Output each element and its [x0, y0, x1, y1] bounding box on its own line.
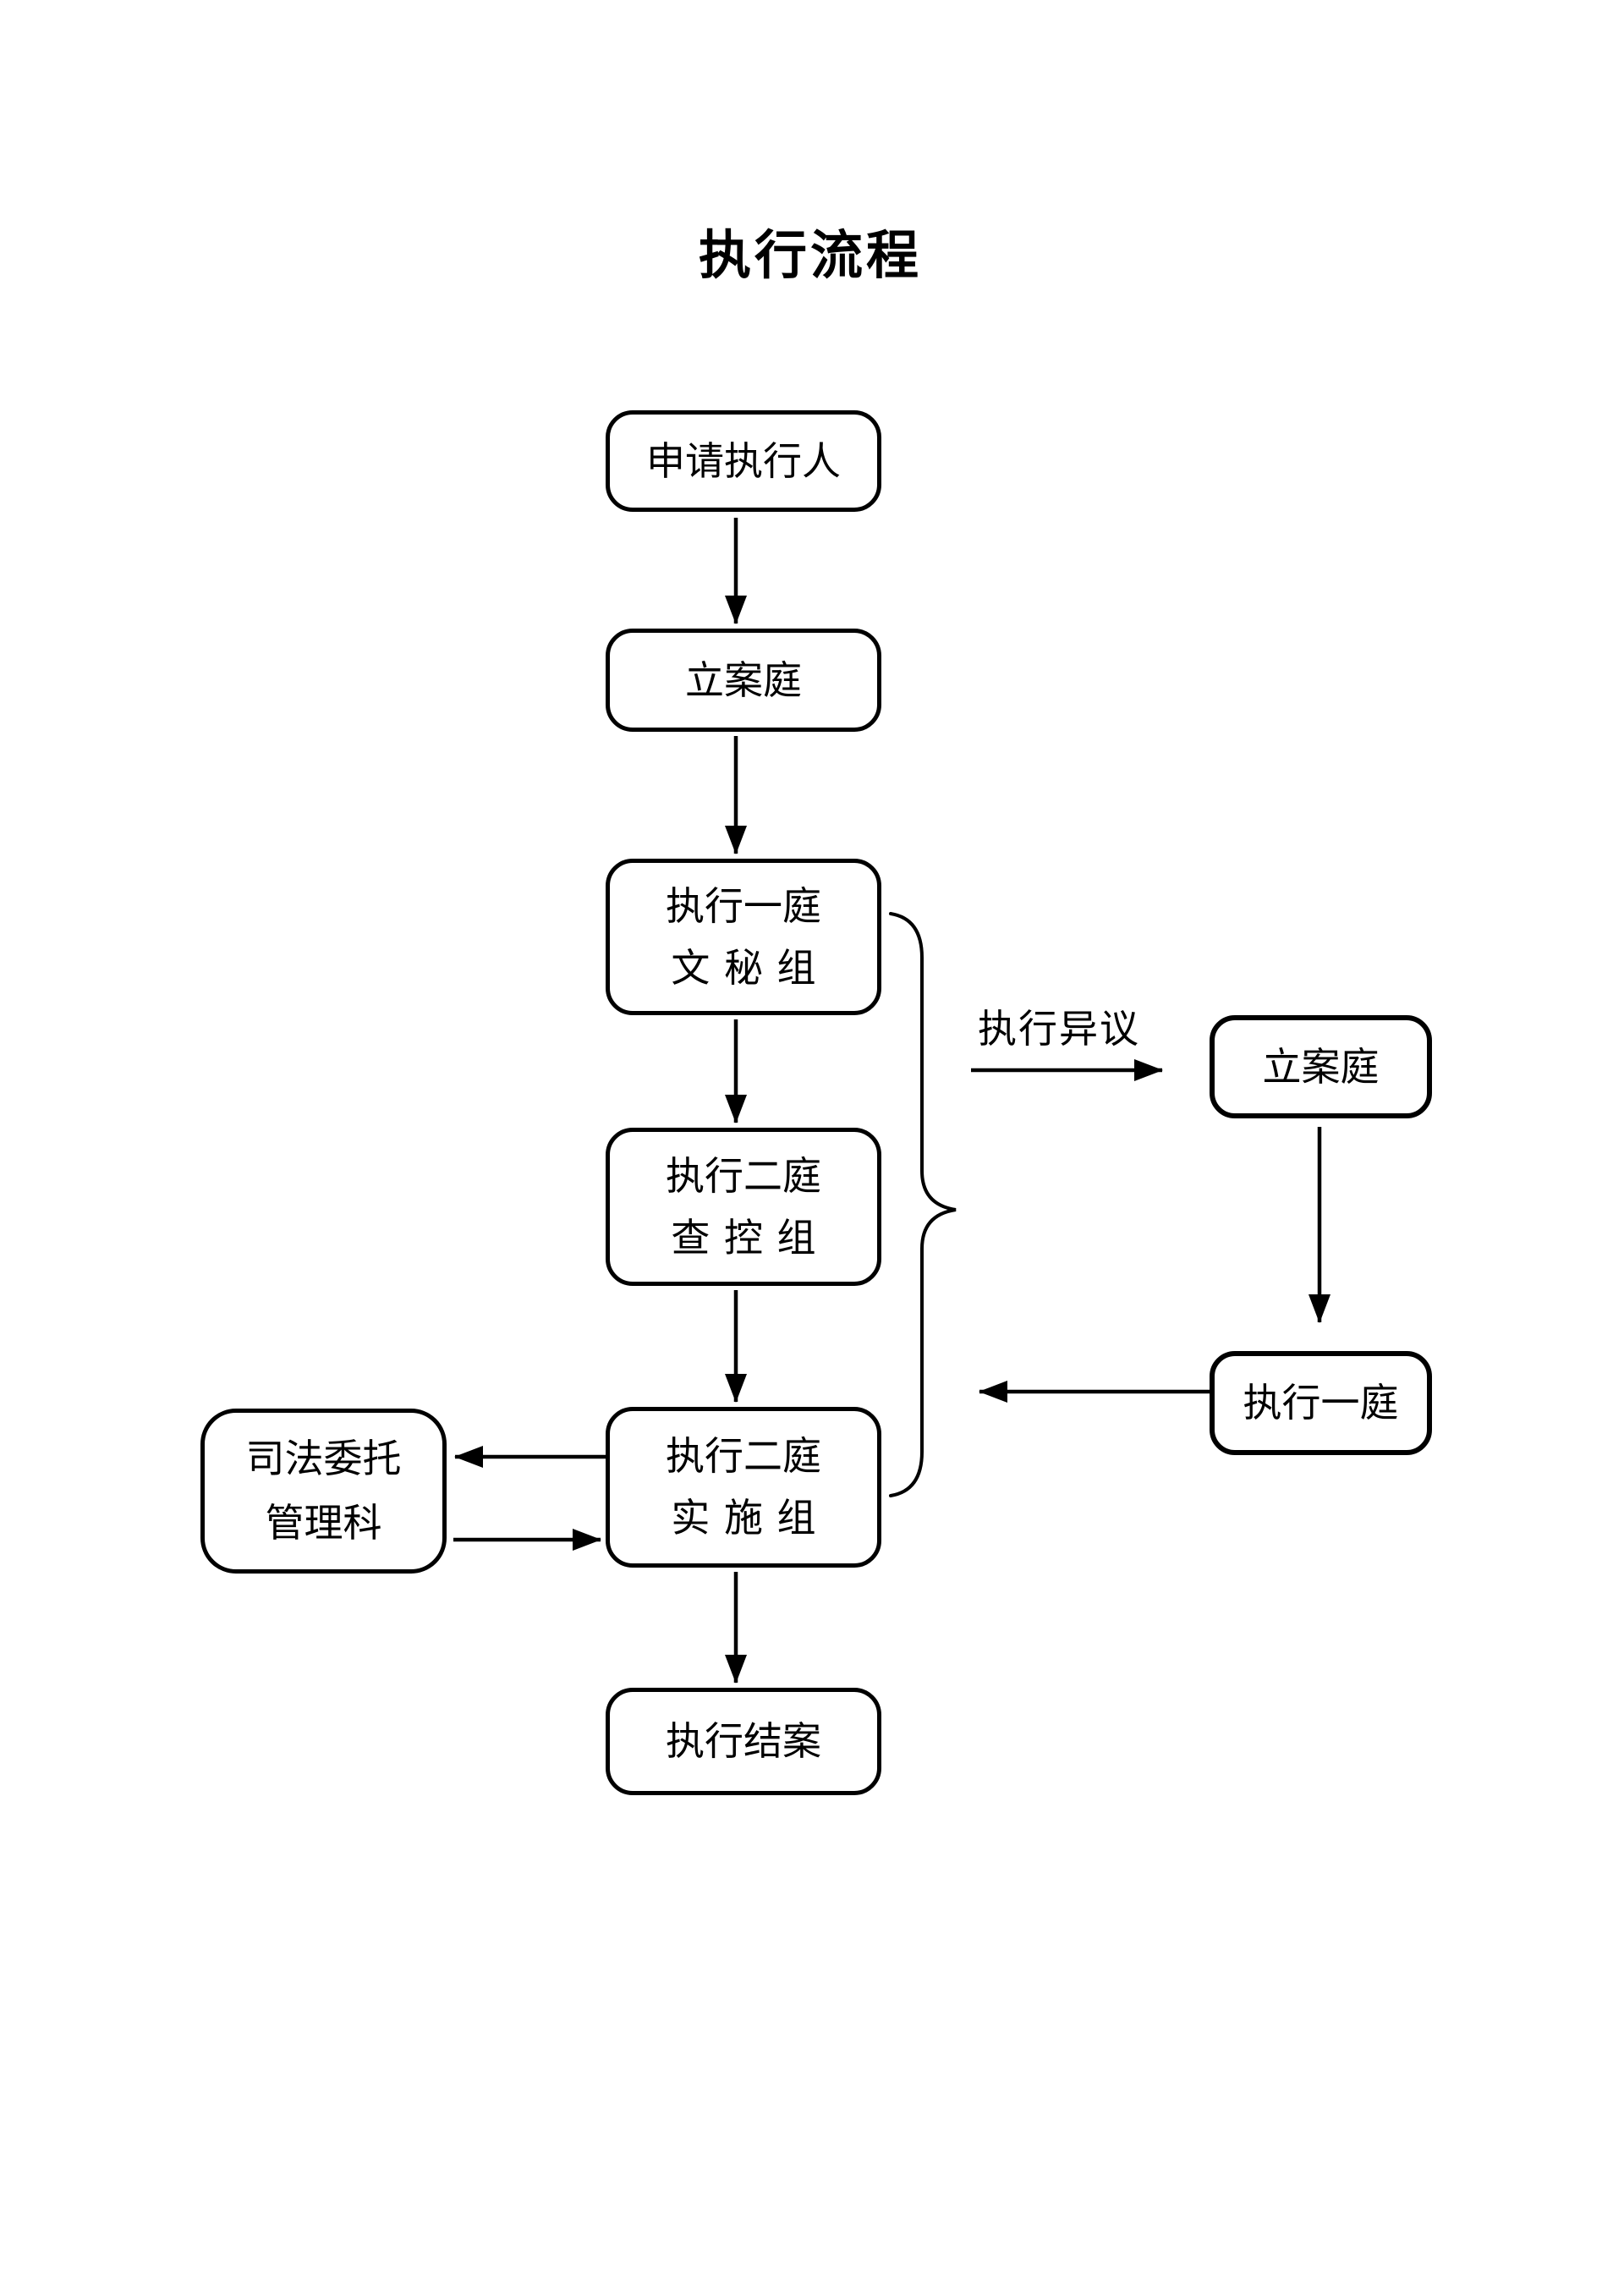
flow-node-exec-court2-control-line2: 查控组 [671, 1216, 831, 1260]
flow-node-filing-court-objection: 立案庭 [1210, 1015, 1432, 1118]
flow-node-applicant: 申请执行人 [606, 410, 881, 512]
flow-node-judicial-commission: 司法委托 管理科 [200, 1409, 447, 1574]
flow-node-applicant-label: 申请执行人 [646, 439, 841, 483]
flow-node-case-closed-label: 执行结案 [666, 1720, 821, 1763]
flow-node-exec-court1-objection: 执行一庭 [1210, 1351, 1432, 1455]
flow-node-exec-court2-control: 执行二庭 查控组 [606, 1128, 881, 1286]
page-title: 执行流程 [698, 224, 923, 286]
flow-node-exec-court2-control-line1: 执行二庭 [666, 1154, 821, 1198]
flow-node-exec-court1-secretary: 执行一庭 文秘组 [606, 859, 881, 1015]
edge-label-execution-objection: 执行异议 [978, 1008, 1140, 1051]
flow-node-exec-court1-objection-label: 执行一庭 [1243, 1381, 1399, 1425]
grouping-brace [889, 912, 957, 1497]
flow-node-filing-court-objection-label: 立案庭 [1262, 1045, 1380, 1089]
flow-node-exec-court1-secretary-line2: 文秘组 [671, 946, 831, 990]
flow-node-exec-court1-secretary-line1: 执行一庭 [666, 884, 821, 928]
flow-node-judicial-commission-line2: 管理科 [265, 1501, 382, 1545]
flow-node-exec-court2-implement: 执行二庭 实施组 [606, 1407, 881, 1568]
flow-node-exec-court2-implement-line1: 执行二庭 [666, 1435, 821, 1478]
flow-node-case-closed: 执行结案 [606, 1688, 881, 1795]
flow-node-exec-court2-implement-line2: 实施组 [671, 1497, 831, 1540]
flow-node-filing-court: 立案庭 [606, 629, 881, 732]
flow-node-judicial-commission-line1: 司法委托 [245, 1436, 402, 1480]
flow-node-filing-court-label: 立案庭 [685, 658, 802, 702]
